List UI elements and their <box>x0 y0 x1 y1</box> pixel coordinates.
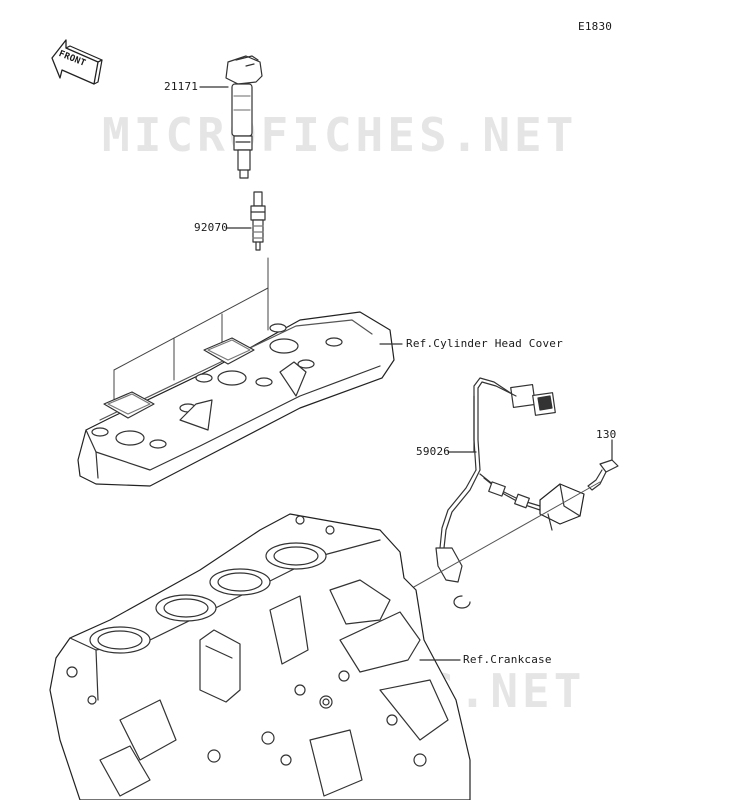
part-number-21171: 21171 <box>164 80 199 93</box>
cylinder-head-cover <box>77 311 395 487</box>
diagram-code: E1830 <box>578 20 613 33</box>
bracket-lines <box>113 257 269 401</box>
bolt <box>587 459 619 491</box>
sensor-harness <box>435 377 585 609</box>
part-number-92070: 92070 <box>194 221 229 234</box>
front-arrow-icon <box>51 39 103 85</box>
part-number-130: 130 <box>596 428 617 441</box>
ref-crankcase: Ref.Crankcase <box>463 653 552 666</box>
watermark-top: MICROFICHES.NET <box>102 108 578 162</box>
crankcase <box>49 513 471 800</box>
part-number-59026: 59026 <box>416 445 451 458</box>
ref-cylinder-head-cover: Ref.Cylinder Head Cover <box>406 337 563 350</box>
spark-plug <box>250 191 266 251</box>
ignition-coil <box>225 55 263 179</box>
